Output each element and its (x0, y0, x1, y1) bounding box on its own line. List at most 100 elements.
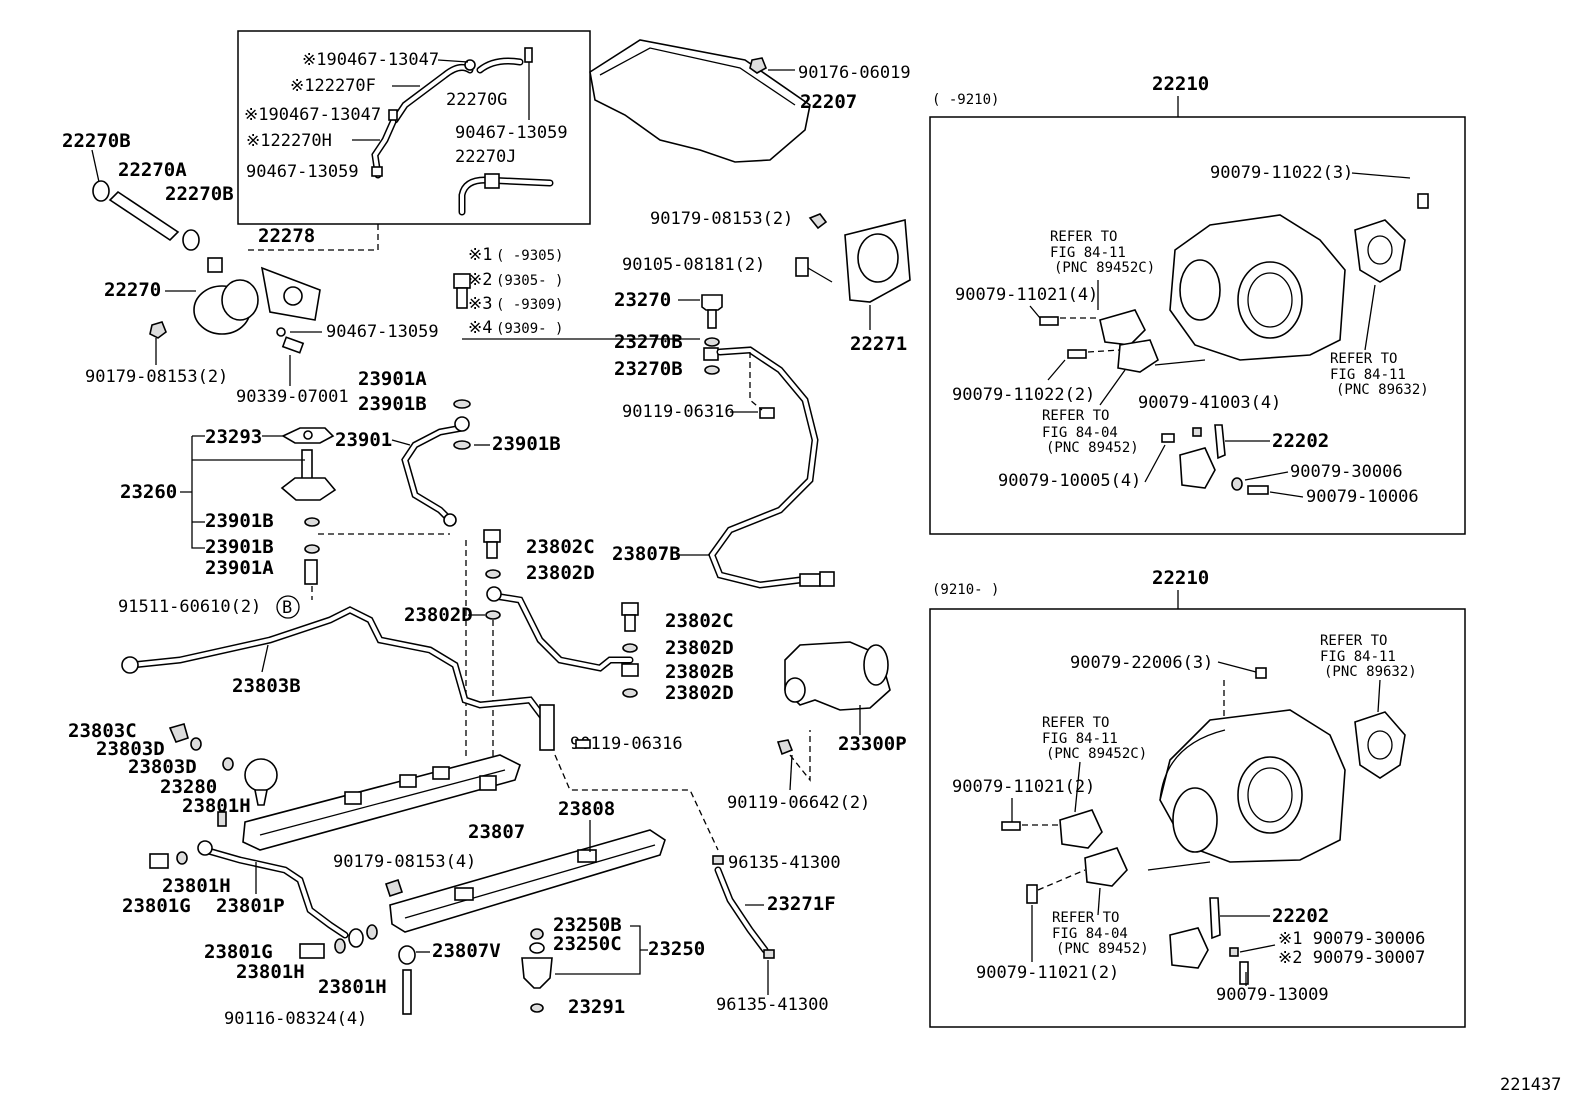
part-label: 23802C (665, 610, 734, 632)
part-label: ※2 90079-30007 (1278, 948, 1425, 968)
throttle-body-panel-top (929, 116, 1466, 535)
part-label: 22270B (62, 130, 131, 152)
part-label: 23901B (205, 510, 274, 532)
part-label: 23807V (432, 940, 501, 962)
part-label: 22270 (104, 279, 161, 301)
throttle-position-sensor: 23300P 90119-06316 90119-06642(2) (570, 641, 907, 813)
part-label: 23271F (767, 893, 836, 915)
pulsation-damper-parts (280, 273, 471, 585)
callout-circle (276, 595, 300, 619)
reference-note: (PNC 89632) (1336, 382, 1429, 398)
part-label: 23802D (665, 637, 734, 659)
fuel-rail-labels: 23803C 23803D 23803D 23280 23801H 23801H… (68, 720, 615, 1029)
part-label: 90179-08153(2) (85, 367, 228, 387)
part-label: 22202 (1272, 905, 1329, 927)
part-label: 91511-60610(2) (118, 597, 261, 617)
throttle-body-top-labels: 90079-11022(3) REFER TO FIG 84-11 (PNC 8… (952, 163, 1429, 507)
reference-note: FIG 84-11 (1042, 731, 1118, 747)
air-valve-parts (92, 180, 321, 354)
part-label: ※1 90079-30006 (1278, 929, 1425, 949)
injector-labels: 96135-41300 23271F 23250B 23250C 23250 2… (416, 853, 841, 1018)
part-label: 23802B (665, 661, 734, 683)
pipe-23803b: 23803B (121, 606, 555, 751)
part-label: 22270B (165, 183, 234, 205)
part-label: 23802D (665, 682, 734, 704)
panel-range: (9210- ) (932, 582, 999, 598)
inset-label: ※190467-13047 (302, 50, 439, 70)
reference-note: FIG 84-11 (1320, 649, 1396, 665)
part-label: 23801H (182, 795, 251, 817)
inset-label: 22270J (455, 147, 516, 167)
footnote-range: ( -9309) (496, 297, 563, 313)
part-label: 23291 (568, 996, 625, 1018)
reference-note: (PNC 89632) (1324, 664, 1417, 680)
part-label: 23901A (205, 557, 274, 579)
part-label: 90119-06642(2) (727, 793, 870, 813)
hose-inset-box (237, 30, 591, 225)
part-label: 23801H (236, 961, 305, 983)
hose-inset-parts (371, 47, 554, 216)
part-label: 23270B (614, 358, 683, 380)
part-label: 90079-30006 (1290, 462, 1403, 482)
part-label: 90079-22006(3) (1070, 653, 1213, 673)
part-label: 90079-10005(4) (998, 471, 1141, 491)
part-label: 90079-11021(4) (955, 285, 1098, 305)
part-label: 90339-07001 (236, 387, 349, 407)
inset-label: ※190467-13047 (244, 105, 381, 125)
part-label: 96135-41300 (716, 995, 829, 1015)
part-label: 23293 (205, 426, 262, 448)
reference-note: REFER TO (1320, 633, 1387, 649)
reference-note: REFER TO (1330, 351, 1397, 367)
reference-note: (PNC 89452) (1046, 440, 1139, 456)
leader-dashed (1060, 317, 1121, 353)
part-label: 23801H (162, 875, 231, 897)
part-label: 23807 (468, 821, 525, 843)
part-label: 22202 (1272, 430, 1329, 452)
part-label: 23250B (553, 914, 622, 936)
part-label: 90079-11021(2) (976, 963, 1119, 983)
part-label: 22207 (800, 91, 857, 113)
part-label: 23250C (553, 933, 622, 955)
part-label: 23801G (122, 895, 191, 917)
part-label: 90467-13059 (326, 322, 439, 342)
inset-label: 90467-13059 (246, 162, 359, 182)
part-label: 23801H (318, 976, 387, 998)
part-label: 90116-08324(4) (224, 1009, 367, 1029)
footnote-range: (9309- ) (496, 321, 563, 337)
footnote-legend: ※1 ( -9305) ※2 (9305- ) ※3 ( -9309) ※4 (… (462, 245, 700, 340)
part-label: 23270 (614, 289, 671, 311)
cover-labels: 90176-06019 22207 90179-08153(2) 90105-0… (622, 63, 911, 355)
part-label: 23300P (838, 733, 907, 755)
footnote-range: (9305- ) (496, 273, 563, 289)
inset-label: 90467-13059 (455, 123, 568, 143)
part-label: 90079-11022(2) (952, 385, 1095, 405)
part-label: 90179-08153(2) (650, 209, 793, 229)
part-label: 23803D (96, 738, 165, 760)
part-label: 23802D (526, 562, 595, 584)
air-valve-labels: 22270B 22270A 22270B 22278 22270 90467-1… (62, 130, 439, 407)
inset-label: ※122270H (246, 131, 332, 151)
throttle-body-panel-bottom (929, 608, 1466, 1028)
footnote: ※3 (468, 294, 492, 314)
throttle-body-bottom-labels: 90079-22006(3) REFER TO FIG 84-11 (PNC 8… (952, 633, 1425, 1005)
part-label: 23901B (492, 433, 561, 455)
part-label: 23260 (120, 481, 177, 503)
footnote-range: ( -9305) (496, 248, 563, 264)
inset-label: 22270G (446, 90, 507, 110)
part-label: 23801G (204, 941, 273, 963)
reference-note: (PNC 89452C) (1054, 260, 1155, 276)
pulsation-damper-labels: 23901A 23901B 23293 23901 23901B 23260 2… (118, 368, 561, 619)
reference-note: (PNC 89452C) (1046, 746, 1147, 762)
catalog-number: 221437 (1500, 1075, 1561, 1095)
reference-note: FIG 84-11 (1330, 367, 1406, 383)
part-label: 23901B (358, 393, 427, 415)
reference-note: REFER TO (1042, 408, 1109, 424)
part-label: 90179-08153(4) (333, 852, 476, 872)
part-label: 23801P (216, 895, 285, 917)
part-label: 23808 (558, 798, 615, 820)
part-label: 23803D (128, 756, 197, 778)
part-label: 23901A (358, 368, 427, 390)
fuel-hose-labels: 23270 23270B 23270B 90119-06316 23807B (612, 289, 758, 565)
leader-dashed (248, 224, 379, 251)
